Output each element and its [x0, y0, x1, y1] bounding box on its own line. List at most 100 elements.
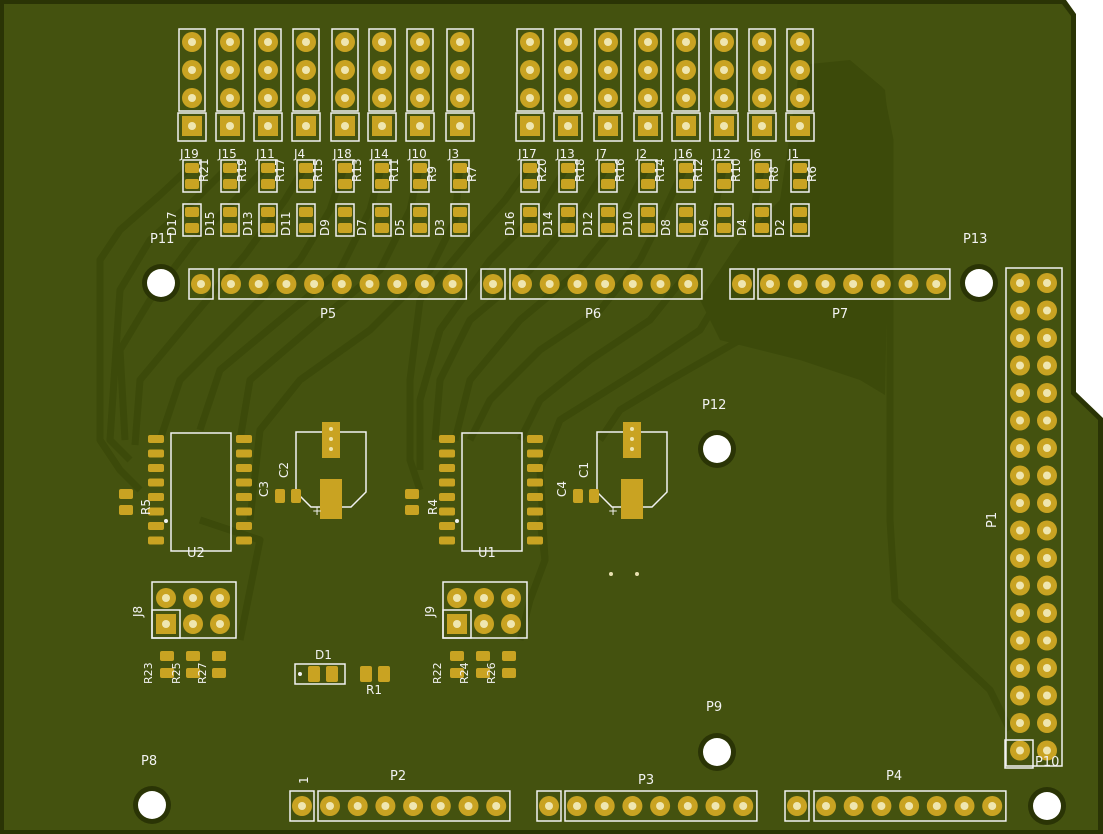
header-j19[interactable]: J19	[177, 28, 207, 161]
pad-hole	[326, 802, 334, 810]
header-j4[interactable]: J4	[291, 28, 321, 161]
smd-pad	[186, 651, 200, 661]
silkscreen-outline	[710, 28, 738, 112]
pad-hole	[189, 594, 197, 602]
resistor-pad	[717, 163, 731, 173]
pad-hole	[1043, 636, 1051, 645]
copper-trace	[246, 164, 464, 521]
header-j14[interactable]: J14	[367, 28, 397, 161]
header-j9[interactable]	[442, 581, 528, 639]
cap-c1[interactable]	[573, 489, 599, 503]
header-label: J16	[673, 147, 693, 161]
label-p2: P2	[390, 769, 406, 784]
res-r1[interactable]	[360, 666, 390, 682]
ic-u1[interactable]	[439, 432, 543, 552]
silkscreen-outline	[291, 112, 321, 142]
label-j9: J9	[423, 606, 437, 618]
connector-p1[interactable]	[1004, 267, 1063, 769]
label-c4: C4	[555, 481, 569, 497]
pad-hole	[526, 66, 534, 74]
pad-hole	[1016, 691, 1024, 700]
resistor-label: R7	[465, 166, 479, 182]
label-r4: R4	[426, 499, 440, 515]
resistor-pad	[641, 163, 655, 173]
pad-hole	[644, 66, 652, 74]
pad-hole	[341, 38, 349, 46]
ic-pin	[236, 449, 252, 458]
connector-p2[interactable]	[289, 790, 511, 822]
header-j16[interactable]: J16	[671, 28, 701, 161]
header-j12[interactable]: J12	[709, 28, 739, 161]
connector-p5[interactable]	[188, 268, 468, 300]
header-j7[interactable]: J7	[593, 28, 623, 161]
pad-hole	[1016, 636, 1024, 645]
header-j18[interactable]: J18	[330, 28, 360, 161]
ic-pin	[236, 435, 252, 443]
resistor-pad	[375, 179, 389, 189]
ic-u2[interactable]	[148, 432, 252, 552]
pad-hole	[378, 94, 386, 102]
header-j17[interactable]: J17	[515, 28, 545, 161]
res-r4[interactable]	[405, 489, 419, 515]
silkscreen-outline	[676, 159, 696, 193]
connector-p6[interactable]	[480, 268, 703, 300]
label-c3: C3	[257, 481, 271, 497]
header-j8[interactable]	[151, 581, 237, 639]
ic-pin	[527, 493, 543, 501]
cap-c2[interactable]	[275, 489, 301, 503]
copper-trace	[156, 163, 349, 442]
copper-trace	[431, 163, 611, 441]
header-j3[interactable]: J3	[445, 28, 475, 161]
pin1-outline	[536, 790, 562, 822]
res-group-right[interactable]	[450, 651, 516, 678]
regulator-right[interactable]	[596, 422, 668, 519]
pad-hole	[378, 38, 386, 46]
header-label: J4	[293, 147, 305, 161]
header-j15[interactable]: J15	[215, 28, 245, 161]
copper-trace	[516, 164, 728, 442]
label-p6: P6	[585, 307, 601, 322]
smd-pad	[502, 668, 516, 678]
pad-hole	[564, 122, 572, 130]
header-j10[interactable]: J10	[405, 28, 435, 161]
resistor-label: R13	[350, 158, 364, 182]
pad-hole	[456, 94, 464, 102]
header-j6[interactable]: J6	[747, 28, 777, 161]
header-j11[interactable]: J11	[253, 28, 283, 161]
connector-p3[interactable]	[536, 790, 758, 822]
silkscreen-outline	[516, 28, 544, 112]
ic-pin	[439, 478, 455, 487]
pad-hole	[766, 280, 774, 288]
silkscreen-outline	[220, 159, 240, 193]
silkscreen-outline	[450, 203, 470, 237]
resistor-label: R14	[653, 158, 667, 182]
via	[630, 447, 634, 451]
connector-p7[interactable]	[729, 268, 951, 300]
led-label: D4	[735, 219, 749, 236]
pad-hole	[1043, 746, 1051, 755]
header-j1[interactable]: J1	[785, 28, 815, 161]
res-r5[interactable]	[119, 489, 133, 515]
header-j13[interactable]: J13	[553, 28, 583, 161]
connector-p4[interactable]	[784, 790, 1007, 822]
led-d1[interactable]	[294, 663, 346, 685]
header-j2[interactable]: J2	[633, 28, 663, 161]
res-group-left[interactable]	[160, 651, 226, 678]
copper-trace	[106, 162, 233, 463]
